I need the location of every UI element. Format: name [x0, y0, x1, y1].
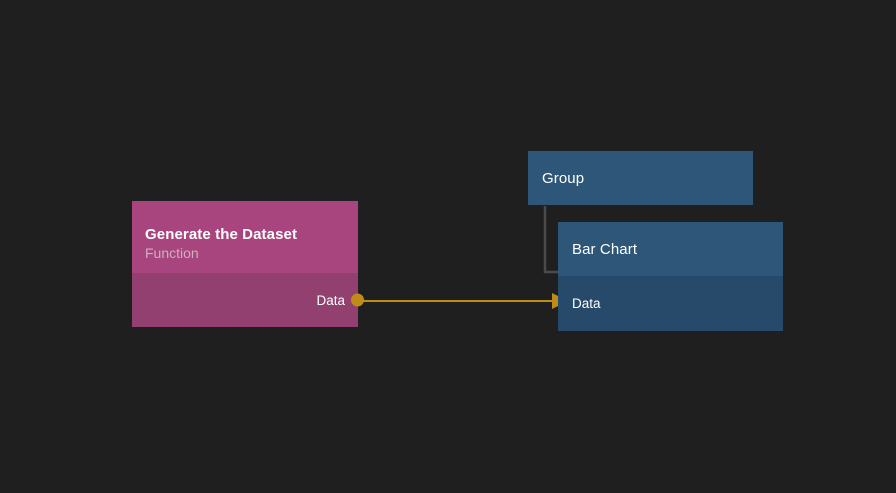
node-header[interactable]: Generate the Dataset Function [132, 201, 358, 273]
node-title: Bar Chart [572, 240, 638, 258]
node-group[interactable]: Group [528, 151, 753, 205]
node-header[interactable]: Bar Chart [558, 222, 783, 276]
node-body: Data [558, 276, 783, 331]
node-title: Group [542, 169, 585, 187]
node-subtitle: Function [145, 244, 199, 261]
port-row-output-data[interactable]: Data [145, 273, 364, 327]
node-header[interactable]: Group [528, 151, 753, 205]
port-label-data: Data [316, 292, 345, 308]
port-row-input-data[interactable]: Data [572, 276, 783, 331]
port-label-data: Data [572, 296, 601, 311]
output-port-dot[interactable] [351, 293, 364, 307]
node-generate-the-dataset[interactable]: Generate the Dataset Function Data [132, 201, 364, 327]
node-bar-chart[interactable]: Bar Chart Data [558, 222, 783, 331]
node-title: Generate the Dataset [145, 225, 298, 243]
node-body: Data [132, 273, 364, 327]
